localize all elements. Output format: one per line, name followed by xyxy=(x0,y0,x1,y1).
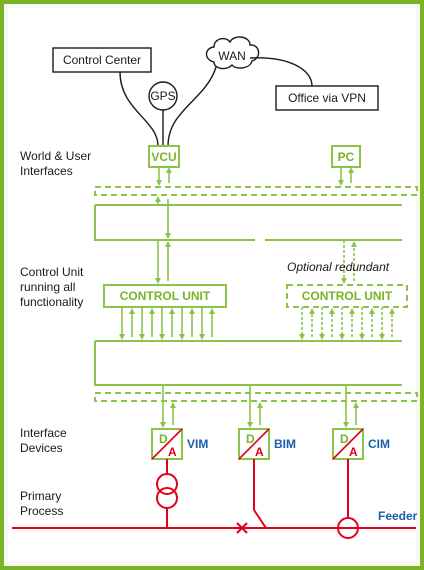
bim-a: A xyxy=(255,445,264,459)
current-sensor xyxy=(337,517,359,539)
device-arrows xyxy=(160,385,359,428)
bim-d: D xyxy=(246,432,255,446)
label-world-user-line1: World & User xyxy=(20,149,91,163)
label-world-user-line2: Interfaces xyxy=(20,164,73,178)
label-interface-devices: Interface Devices xyxy=(20,426,67,455)
label-primary-process: Primary Process xyxy=(20,489,63,518)
device-bus-dashed xyxy=(94,392,418,402)
label-control-unit-line3: functionality xyxy=(20,295,83,309)
control-unit-redundant-label: CONTROL UNIT xyxy=(302,289,393,303)
wan-label: WAN xyxy=(218,49,246,63)
pc-arrows xyxy=(338,167,354,186)
label-control-unit: Control Unit running all functionality xyxy=(20,265,84,309)
control-unit-label: CONTROL UNIT xyxy=(120,289,211,303)
label-primary-process-line1: Primary xyxy=(20,489,61,503)
link-wan-office xyxy=(249,57,313,87)
label-interface-devices-line2: Devices xyxy=(20,441,63,455)
breaker-switch xyxy=(253,509,267,529)
control-unit-box: CONTROL UNIT xyxy=(103,284,227,308)
vim-a: A xyxy=(168,445,177,459)
label-control-unit-line2: running all xyxy=(20,280,75,294)
pc-label: PC xyxy=(338,150,355,164)
bim-label: BIM xyxy=(274,437,296,451)
cu-bus-arrows xyxy=(119,307,215,340)
label-control-unit-line1: Control Unit xyxy=(20,265,84,279)
cim-d: D xyxy=(340,432,349,446)
transformer-top xyxy=(156,473,178,495)
cim-a: A xyxy=(349,445,358,459)
wan-cloud: WAN xyxy=(205,36,260,70)
interface-bus-dashed xyxy=(94,186,418,196)
vim-d: D xyxy=(159,432,168,446)
vcu-box: VCU xyxy=(148,145,180,168)
bus-cu-redundant-arrows xyxy=(341,240,357,284)
pc-box: PC xyxy=(331,145,361,168)
optional-redundant-label: Optional redundant xyxy=(287,260,390,274)
label-interface-devices-line1: Interface xyxy=(20,426,67,440)
link-wan-vcu xyxy=(167,66,217,147)
gps-label: GPS xyxy=(150,89,175,103)
vim-device: D A VIM xyxy=(151,428,208,460)
feeder-label: Feeder xyxy=(378,509,418,523)
cim-device: D A CIM xyxy=(332,428,390,460)
bus-cu-arrows xyxy=(155,196,171,284)
vcu-label: VCU xyxy=(151,150,176,164)
label-world-user: World & User Interfaces xyxy=(20,149,91,178)
primary-process xyxy=(12,459,416,539)
lower-bus xyxy=(94,340,402,386)
control-center-label: Control Center xyxy=(63,53,141,67)
control-unit-redundant-box: CONTROL UNIT xyxy=(286,284,408,308)
vcu-arrows xyxy=(156,167,172,186)
gps-node: GPS xyxy=(148,81,178,111)
cim-label: CIM xyxy=(368,437,390,451)
cu-redundant-bus-arrows xyxy=(299,307,395,340)
office-vpn-label: Office via VPN xyxy=(288,91,366,105)
label-primary-process-line2: Process xyxy=(20,504,63,518)
upper-bus xyxy=(94,204,402,241)
control-center-node: Control Center xyxy=(52,47,152,73)
link-control-center-vcu xyxy=(119,71,159,147)
breaker-cross xyxy=(236,522,248,534)
office-vpn-node: Office via VPN xyxy=(275,85,379,111)
vim-label: VIM xyxy=(187,437,208,451)
bim-device: D A BIM xyxy=(238,428,296,460)
